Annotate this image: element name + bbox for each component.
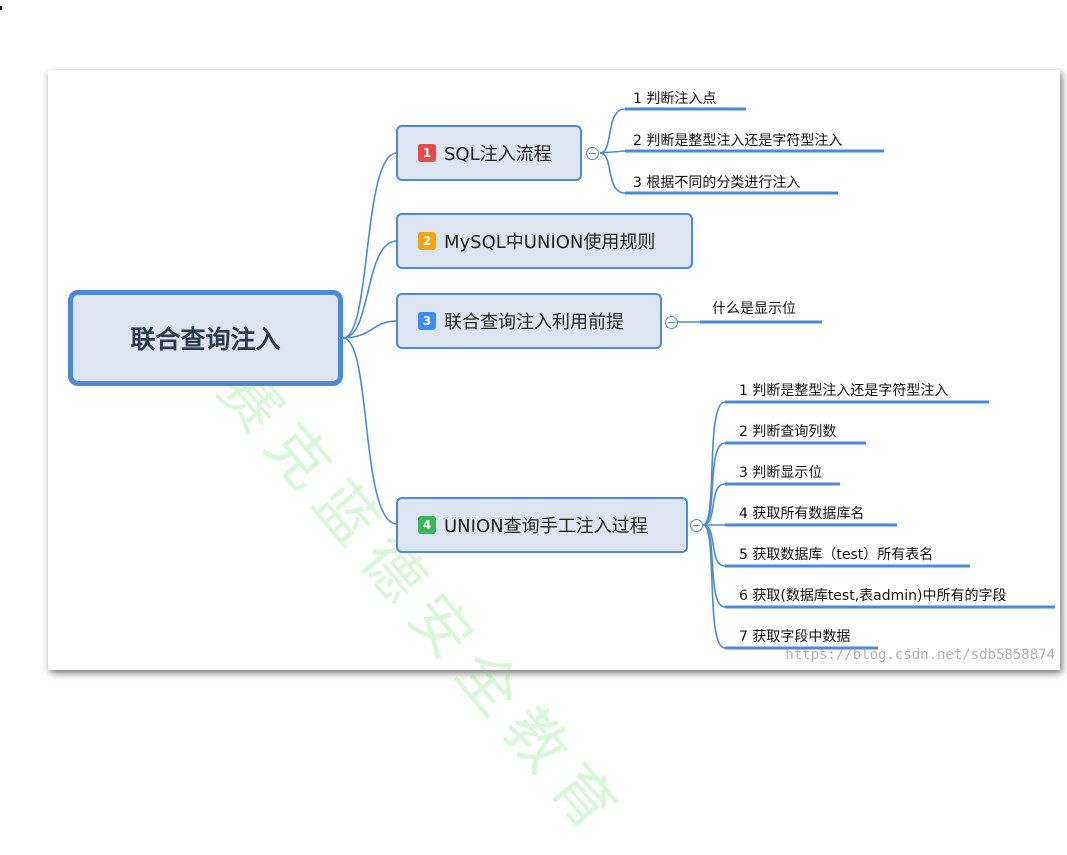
leaf-node[interactable]: 2 判断查询列数 [739, 424, 837, 440]
branch-node-label: 联合查询注入利用前提 [444, 312, 624, 333]
root-node[interactable]: 联合查询注入 [68, 290, 343, 386]
priority-3-badge: 3 [418, 312, 436, 330]
collapse-icon[interactable] [690, 519, 703, 532]
connector-b4-leaf-5 [702, 524, 726, 567]
connector-root-branch-1 [342, 152, 398, 339]
leaf-node[interactable]: 6 获取(数据库test,表admin)中所有的字段 [739, 588, 1007, 604]
priority-4-badge: 4 [418, 516, 436, 534]
connector-root-branch-4 [342, 337, 398, 525]
leaf-node[interactable]: 5 获取数据库（test）所有表名 [739, 547, 934, 563]
connector-b4-leaf-1 [702, 401, 726, 526]
leaf-node[interactable]: 1 判断注入点 [633, 91, 717, 107]
connector-b4-leaf-7 [702, 524, 726, 649]
leaf-node[interactable]: 3 判断显示位 [739, 465, 823, 481]
connector-b4-leaf-3 [702, 483, 726, 526]
root-node-label: 联合查询注入 [130, 325, 281, 354]
priority-2-badge: 2 [418, 232, 436, 250]
collapse-icon[interactable] [586, 147, 599, 160]
corner-mark [0, 6, 2, 10]
leaf-node[interactable]: 1 判断是整型注入还是字符型注入 [739, 383, 949, 399]
leaf-node[interactable]: 什么是显示位 [712, 301, 796, 317]
branch-node-union-prerequisites[interactable]: 3 联合查询注入利用前提 [396, 293, 662, 349]
leaf-node[interactable]: 7 获取字段中数据 [739, 629, 851, 645]
leaf-node[interactable]: 2 判断是整型注入还是字符型注入 [633, 133, 843, 149]
branch-node-label: MySQL中UNION使用规则 [444, 232, 656, 253]
leaf-node[interactable]: 3 根据不同的分类进行注入 [633, 175, 801, 191]
leaf-node[interactable]: 4 获取所有数据库名 [739, 506, 865, 522]
branch-node-label: SQL注入流程 [444, 144, 552, 165]
source-url-watermark: https://blog.csdn.net/sdb5858874 [785, 647, 1055, 663]
connector-b1-leaf-2 [599, 150, 626, 154]
priority-1-badge: 1 [418, 144, 436, 162]
connector-b1-leaf-3 [599, 152, 626, 194]
branch-node-label: UNION查询手工注入过程 [444, 516, 648, 537]
connector-lines [342, 107, 1055, 650]
collapse-icon[interactable] [665, 316, 678, 329]
connector-b4-leaf-2 [702, 442, 726, 526]
connector-b1-leaf-1 [599, 108, 626, 154]
branch-node-sql-injection-flow[interactable]: 1 SQL注入流程 [396, 125, 582, 181]
connector-root-branch-2 [342, 240, 398, 339]
connector-root-branch-3 [342, 320, 398, 339]
branch-node-union-manual-process[interactable]: 4 UNION查询手工注入过程 [396, 497, 688, 553]
branch-node-mysql-union-rules[interactable]: 2 MySQL中UNION使用规则 [396, 213, 693, 269]
